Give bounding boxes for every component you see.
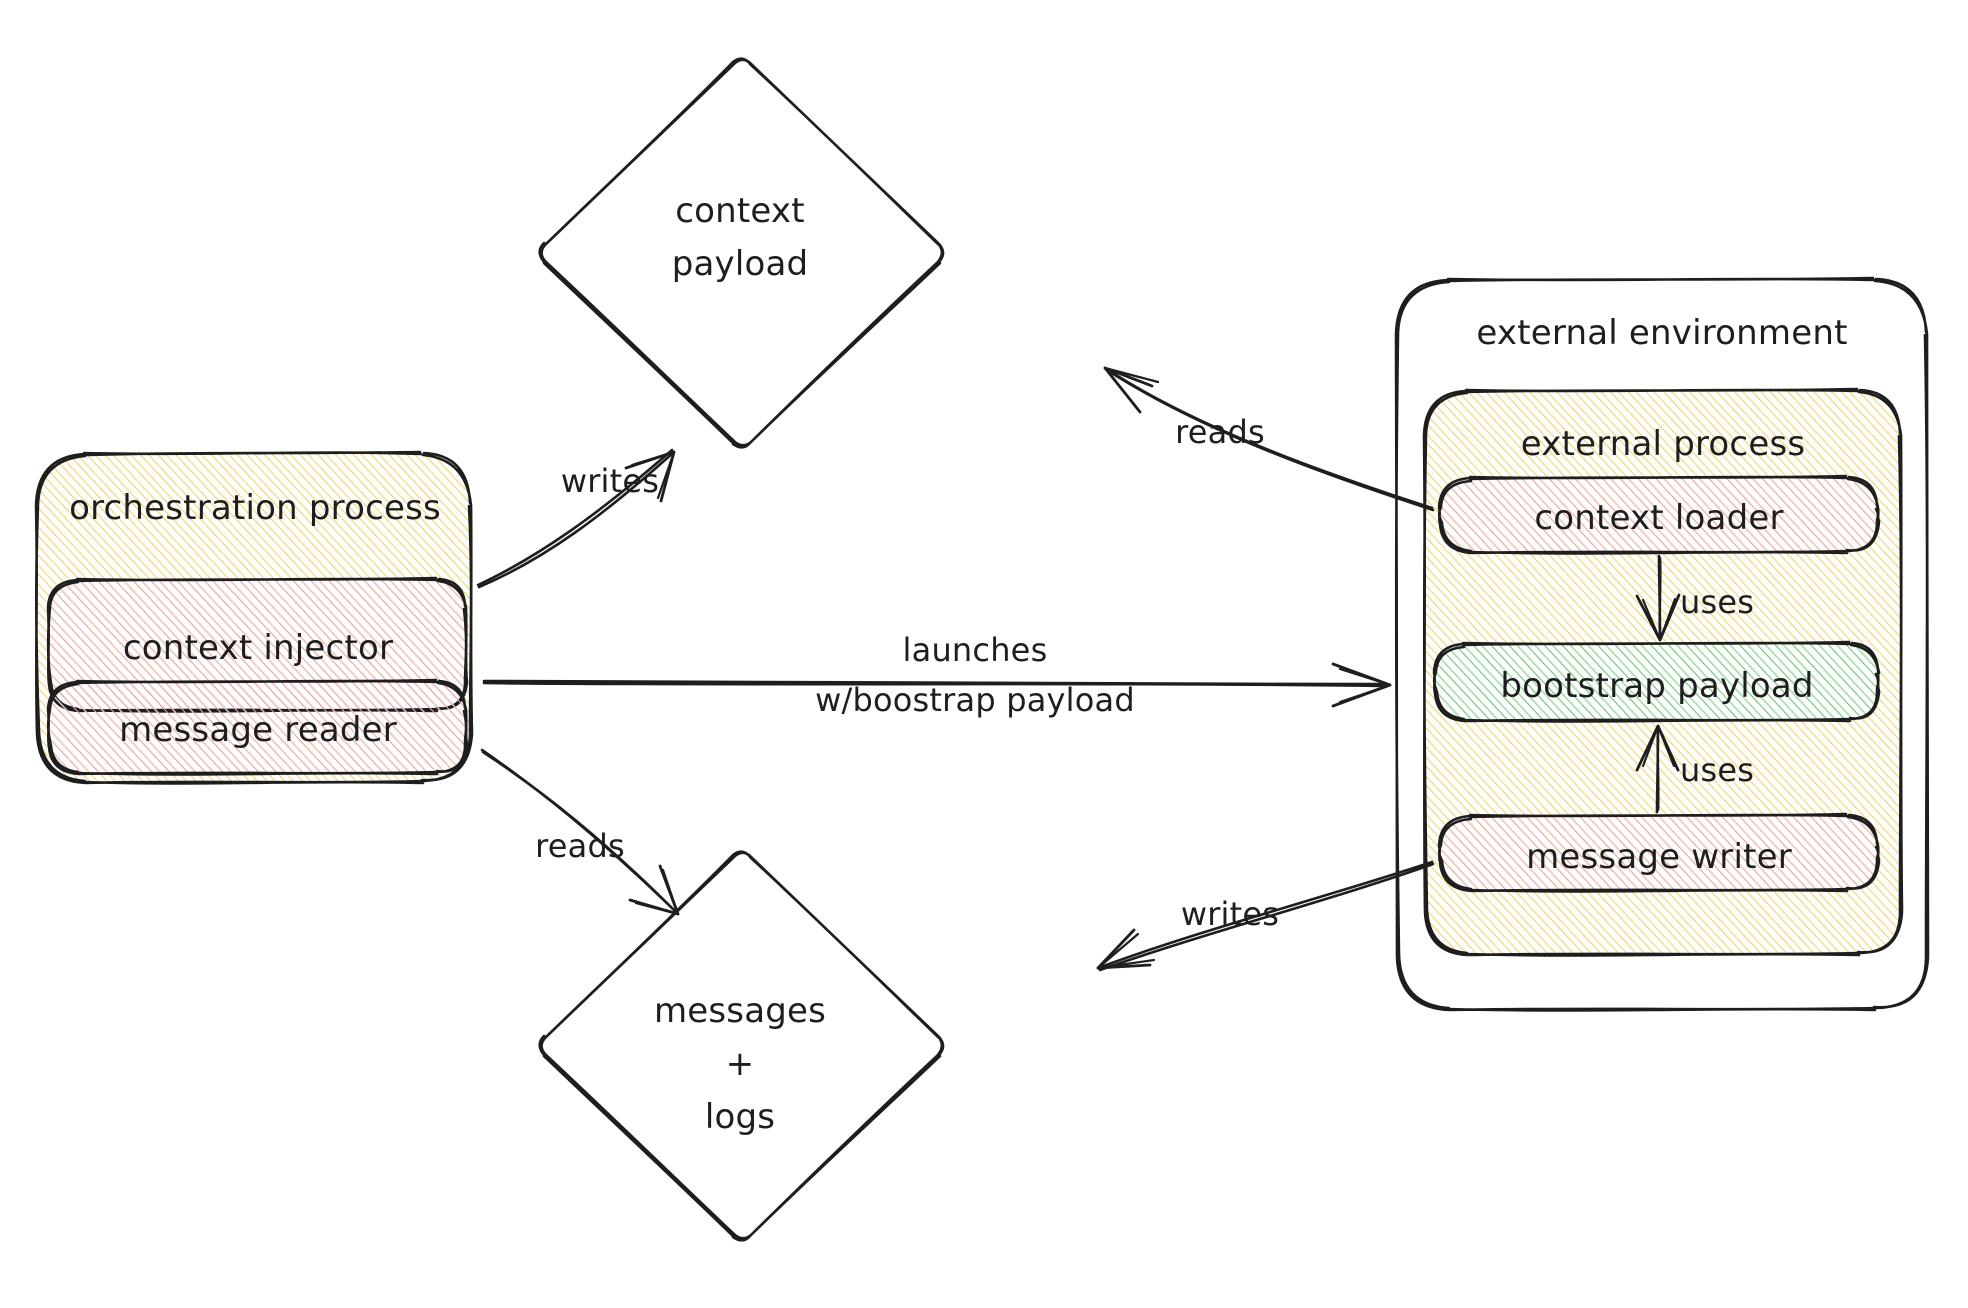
node-label-context-payload-line2: payload bbox=[671, 244, 809, 284]
node-context-loader[interactable] bbox=[1437, 474, 1881, 555]
node-label-bootstrap-payload: bootstrap payload bbox=[1500, 666, 1814, 706]
edge-writes-context-payload[interactable] bbox=[476, 448, 676, 589]
edge-uses-writer-bootstrap[interactable] bbox=[1635, 724, 1680, 814]
node-label-messages-logs-line3: logs bbox=[704, 1097, 776, 1137]
group-label-external-process: external process bbox=[1520, 424, 1806, 464]
node-label-context-payload-line1: context bbox=[675, 191, 805, 231]
edge-label-writes-bottom: writes bbox=[1180, 895, 1280, 933]
node-messages-logs[interactable] bbox=[538, 850, 945, 1242]
edge-label-writes-top: writes bbox=[560, 462, 660, 500]
edge-reads-messages-logs[interactable] bbox=[480, 748, 680, 916]
edge-reads-context-payload[interactable] bbox=[1103, 366, 1435, 512]
edge-uses-loader-bootstrap[interactable] bbox=[1635, 554, 1681, 642]
node-bootstrap-payload[interactable] bbox=[1432, 640, 1881, 723]
node-context-payload[interactable] bbox=[538, 57, 945, 449]
edge-label-uses-upper: uses bbox=[1680, 583, 1755, 621]
edge-label-reads-bottom: reads bbox=[535, 827, 625, 865]
edge-label-uses-lower: uses bbox=[1680, 751, 1755, 789]
node-message-writer[interactable] bbox=[1437, 812, 1881, 893]
group-label-external-environment: external environment bbox=[1476, 313, 1848, 353]
node-label-messages-logs-line2: + bbox=[725, 1044, 755, 1084]
node-label-messages-logs-line1: messages bbox=[653, 991, 827, 1031]
node-label-message-reader: message reader bbox=[119, 710, 397, 750]
edge-writes-messages-logs[interactable] bbox=[1096, 860, 1435, 972]
node-label-context-loader: context loader bbox=[1534, 498, 1784, 538]
group-label-orchestration-process: orchestration process bbox=[69, 488, 441, 528]
edge-label-launches-line1: launches bbox=[902, 631, 1048, 669]
edge-label-reads-top: reads bbox=[1175, 413, 1265, 451]
node-message-reader[interactable] bbox=[46, 678, 469, 776]
node-label-context-injector: context injector bbox=[122, 628, 394, 668]
node-label-message-writer: message writer bbox=[1526, 837, 1792, 877]
edge-launches-bootstrap[interactable] bbox=[482, 662, 1392, 708]
edge-label-launches-line2: w/boostrap payload bbox=[815, 681, 1135, 719]
